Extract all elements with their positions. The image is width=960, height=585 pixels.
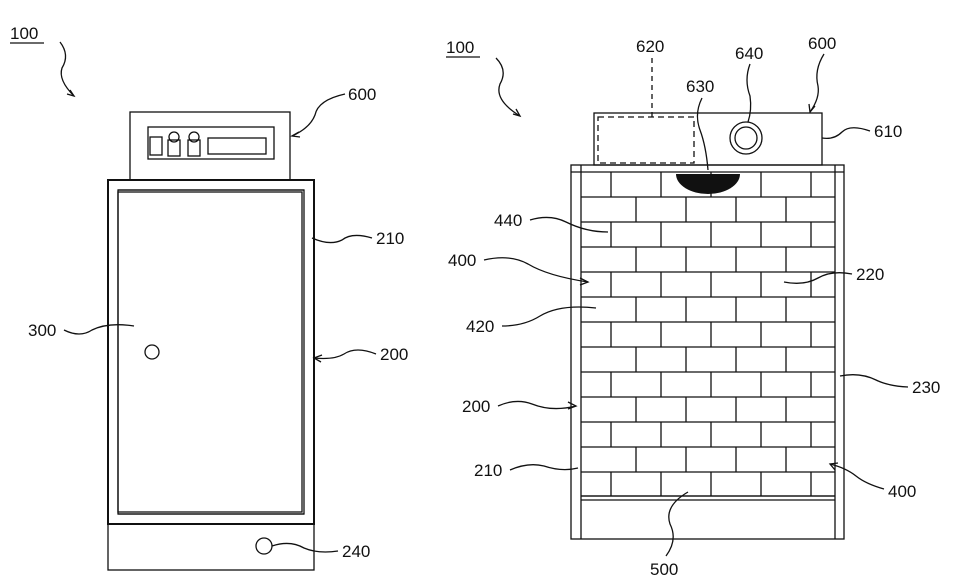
label-300: 300 <box>28 321 56 340</box>
ref-100-right-arrow <box>512 108 522 118</box>
leader-300 <box>63 324 135 335</box>
ref-100-left: 100 <box>10 24 38 43</box>
top-unit <box>593 112 823 166</box>
leader-400-top <box>483 257 589 283</box>
leader-210-left <box>311 234 373 244</box>
label-210-right: 210 <box>474 461 502 480</box>
arrow-400-bottom <box>828 462 839 471</box>
label-240: 240 <box>342 542 370 561</box>
leader-600-right <box>809 53 825 113</box>
ref-100-right-leader <box>495 57 521 117</box>
label-610: 610 <box>874 122 902 141</box>
panel-button-3 <box>187 139 201 157</box>
door-panel <box>117 191 303 513</box>
label-420: 420 <box>466 317 494 336</box>
label-200-right: 200 <box>462 397 490 416</box>
leader-240 <box>271 542 339 553</box>
arrow-200-left <box>312 354 323 363</box>
leader-200-left <box>313 349 377 360</box>
panel-button-2 <box>167 139 181 157</box>
label-400-top: 400 <box>448 251 476 270</box>
panel-display <box>207 137 267 155</box>
panel-knob-1 <box>168 131 180 143</box>
panel-button-1 <box>149 136 163 156</box>
leader-500 <box>665 491 689 557</box>
leader-630 <box>696 97 709 171</box>
label-230: 230 <box>912 378 940 397</box>
brick-wall <box>581 172 835 497</box>
label-220: 220 <box>856 265 884 284</box>
left-figure: 100 600 210 300 200 240 <box>10 24 408 571</box>
panel-knob-2 <box>188 131 200 143</box>
label-500: 500 <box>650 560 678 579</box>
label-440: 440 <box>494 211 522 230</box>
label-200-left: 200 <box>380 345 408 364</box>
leader-230 <box>839 374 909 388</box>
cabinet-frame <box>107 179 315 525</box>
arrow-400-top <box>579 277 590 286</box>
leader-600-left <box>291 93 346 137</box>
spray-nozzle <box>676 174 740 194</box>
arrow-200-right <box>567 401 578 410</box>
door-handle <box>144 344 160 360</box>
arrow-600-left <box>289 131 301 138</box>
label-640: 640 <box>735 44 763 63</box>
label-210-left: 210 <box>376 229 404 248</box>
label-620: 620 <box>636 37 664 56</box>
leader-440 <box>529 216 609 233</box>
control-panel <box>147 126 275 160</box>
fan-outer <box>729 121 763 155</box>
label-400-bottom: 400 <box>888 482 916 501</box>
leader-420 <box>501 306 597 327</box>
ref-100-arrow <box>66 89 76 98</box>
cabinet-door-outer <box>117 189 305 515</box>
arrow-600-right <box>808 103 816 114</box>
hidden-chamber-620 <box>597 116 695 164</box>
label-600-left: 600 <box>348 85 376 104</box>
right-figure: 100 620 640 600 630 610 440 <box>446 34 940 579</box>
fan-inner <box>734 126 758 150</box>
cabinet-base <box>107 523 315 571</box>
label-630: 630 <box>686 77 714 96</box>
leader-610 <box>821 127 871 140</box>
ref-100-leader <box>59 41 75 97</box>
leader-210-right <box>509 464 579 471</box>
leader-400-bottom <box>829 463 885 490</box>
drain-outlet <box>255 537 273 555</box>
ref-100-right: 100 <box>446 38 474 57</box>
leader-200-right <box>497 400 577 410</box>
leader-640 <box>746 63 752 123</box>
leader-220 <box>783 272 853 284</box>
cabinet-outline-right <box>570 164 845 540</box>
label-600-right: 600 <box>808 34 836 53</box>
